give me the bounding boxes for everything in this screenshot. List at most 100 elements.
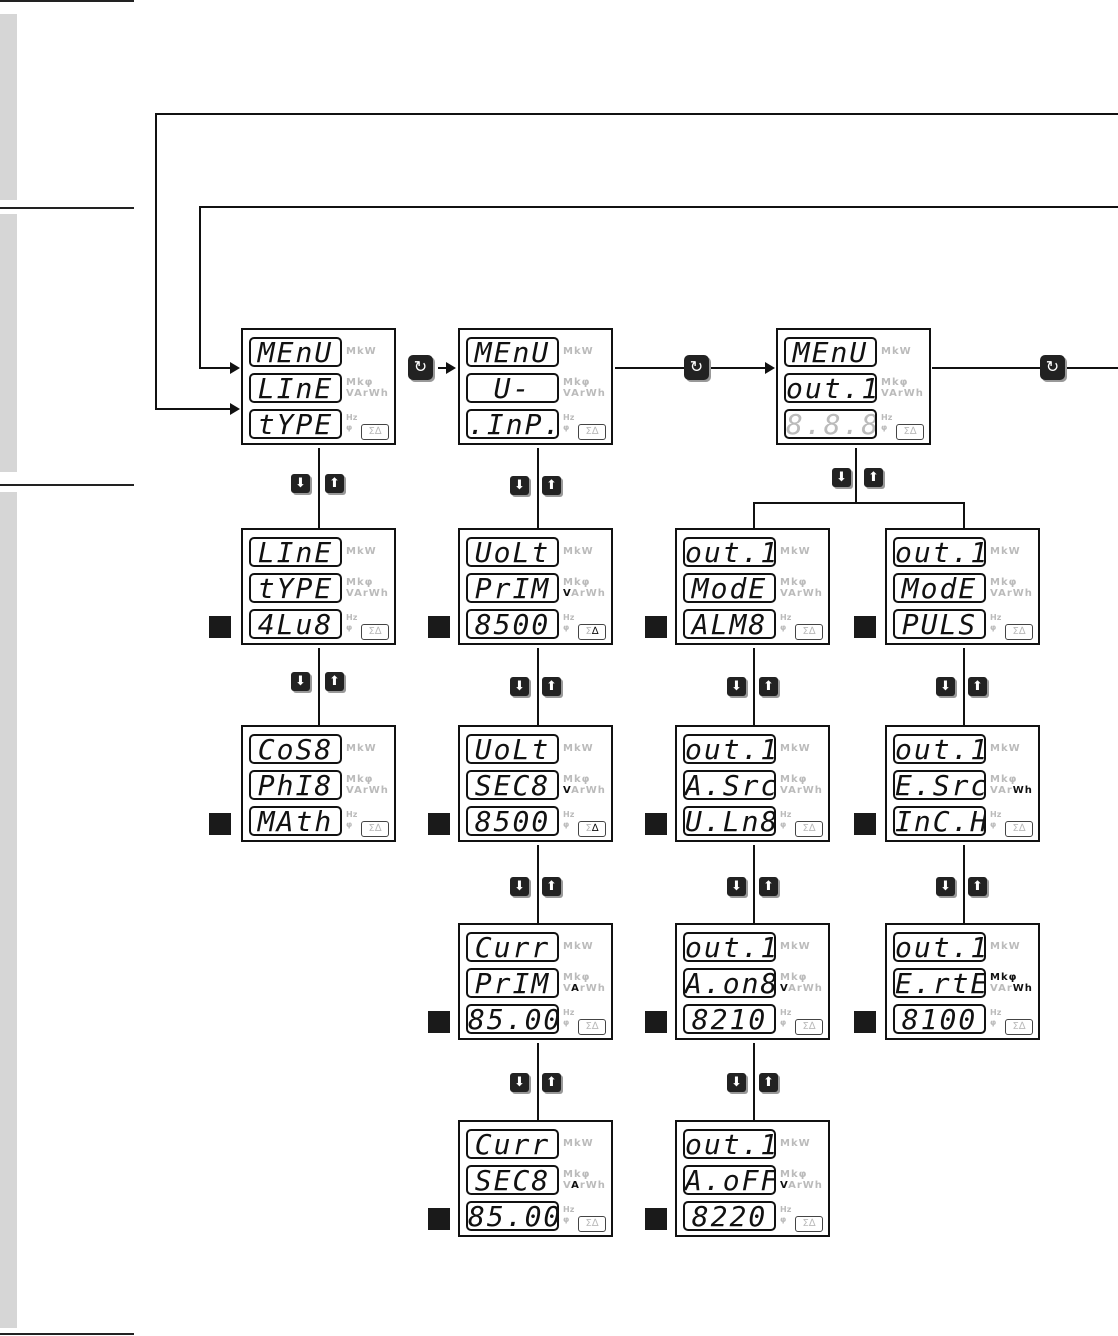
sigma-delta-icon: Σ∆ (578, 1216, 606, 1232)
unit-label-mkw: MkW (563, 546, 594, 557)
up-key[interactable]: ⬆ (542, 677, 561, 696)
up-key[interactable]: ⬆ (759, 1073, 778, 1092)
lcd-row-1: UoLt (466, 537, 559, 567)
up-key[interactable]: ⬆ (542, 476, 561, 495)
vconn-col3-top (855, 448, 857, 503)
lcd-text: UoLt (474, 734, 551, 764)
lcd-text: UoLt (474, 537, 551, 567)
down-key[interactable]: ⬇ (727, 877, 746, 896)
down-key[interactable]: ⬇ (510, 1073, 529, 1092)
up-key[interactable]: ⬆ (968, 877, 987, 896)
rotate-button[interactable]: ↻ (1040, 355, 1065, 380)
sidebar-bar-1 (0, 14, 17, 200)
lcd-row-2: PrIM (466, 968, 559, 998)
rotate-button[interactable]: ↻ (684, 355, 709, 380)
unit-label-mkw: MkW (990, 941, 1021, 952)
down-key[interactable]: ⬇ (291, 474, 310, 493)
lcd-text: Curr (474, 1129, 551, 1159)
lcd-text: MEnU (257, 337, 334, 367)
unit-label-mkw: MkW (346, 743, 377, 754)
selection-marker (209, 813, 231, 835)
sigma-delta-icon: Σ∆ (361, 424, 389, 440)
lcd-text: CoS8 (257, 734, 334, 764)
conn-menu-3-out (932, 367, 1118, 369)
unit-label-mkphi: Mkφ (563, 972, 591, 983)
up-key[interactable]: ⬆ (542, 877, 561, 896)
unit-label-hz: Hz (990, 1008, 1002, 1017)
lcd-row-2: E.rtE (893, 968, 986, 998)
selection-marker (854, 616, 876, 638)
unit-label-mkphi: Mkφ (780, 577, 808, 588)
lcd-text: 85.00 (468, 1201, 559, 1231)
lcd-row-1: Curr (466, 932, 559, 962)
unit-label-phi: φ (780, 820, 787, 829)
down-key[interactable]: ⬇ (510, 877, 529, 896)
unit-label-phi: φ (990, 623, 997, 632)
up-key[interactable]: ⬆ (325, 474, 344, 493)
up-key[interactable]: ⬆ (759, 877, 778, 896)
unit-label-mkphi: Mkφ (563, 1169, 591, 1180)
selection-marker (645, 813, 667, 835)
lcd-text: Curr (474, 932, 551, 962)
selection-marker (209, 616, 231, 638)
lcd-text: InC.H (895, 806, 986, 836)
up-key[interactable]: ⬆ (325, 672, 344, 691)
down-key[interactable]: ⬇ (727, 1073, 746, 1092)
lcd-text: U.Ln8 (685, 806, 776, 836)
unit-label-phi: φ (563, 623, 570, 632)
unit-label-hz: Hz (346, 810, 358, 819)
down-key[interactable]: ⬇ (291, 672, 310, 691)
lcd-text: 4Lu8 (257, 609, 334, 639)
unit-label-phi: φ (563, 423, 570, 432)
down-key[interactable]: ⬇ (510, 476, 529, 495)
sidebar-bar-3 (0, 492, 17, 1328)
unit-label-hz: Hz (563, 613, 575, 622)
sidebar-bar-2 (0, 214, 17, 472)
down-key[interactable]: ⬇ (727, 677, 746, 696)
lcd-row-1: CoS8 (249, 734, 342, 764)
unit-label-mkphi: Mkφ (780, 972, 808, 983)
down-key[interactable]: ⬇ (510, 677, 529, 696)
up-key[interactable]: ⬆ (968, 677, 987, 696)
selection-marker (428, 813, 450, 835)
down-key[interactable]: ⬇ (832, 468, 851, 487)
unit-label-varwh: VArWh (563, 588, 606, 599)
lcd-text: ModE (691, 573, 768, 603)
unit-label-phi: φ (990, 820, 997, 829)
lcd-text: PhI8 (257, 770, 334, 800)
conn-menu-1-2 (438, 367, 446, 369)
vconn-col3-c (753, 1043, 755, 1123)
unit-label-mkphi: Mkφ (346, 577, 374, 588)
unit-label-varwh: VArWh (990, 983, 1033, 994)
unit-label-phi: φ (563, 1215, 570, 1224)
down-key[interactable]: ⬇ (936, 677, 955, 696)
lcd-row-3: 8500 (466, 806, 559, 836)
unit-label-mkphi: Mkφ (990, 577, 1018, 588)
rotate-button[interactable]: ↻ (408, 355, 433, 380)
lcd-text: SEC8 (474, 770, 551, 800)
up-key[interactable]: ⬆ (542, 1073, 561, 1092)
unit-label-mkphi: Mkφ (563, 577, 591, 588)
down-key[interactable]: ⬇ (936, 877, 955, 896)
unit-label-mkw: MkW (990, 546, 1021, 557)
sigma-delta-icon: Σ∆ (361, 624, 389, 640)
lcd-row-2: ModE (893, 573, 986, 603)
up-key[interactable]: ⬆ (759, 677, 778, 696)
lcd-text: 85.00 (468, 1004, 559, 1034)
lcd-row-3: 8500 (466, 609, 559, 639)
unit-label-mkphi: Mkφ (990, 972, 1018, 983)
unit-label-mkw: MkW (563, 346, 594, 357)
up-key[interactable]: ⬆ (864, 468, 883, 487)
unit-label-mkw: MkW (780, 1138, 811, 1149)
sidebar-rule-3 (0, 484, 134, 486)
unit-label-phi: φ (780, 1018, 787, 1027)
unit-label-hz: Hz (346, 613, 358, 622)
lcd-text: SEC8 (474, 1165, 551, 1195)
unit-label-mkw: MkW (990, 743, 1021, 754)
lcd-text: out.1 (685, 1129, 776, 1159)
unit-label-hz: Hz (780, 613, 792, 622)
